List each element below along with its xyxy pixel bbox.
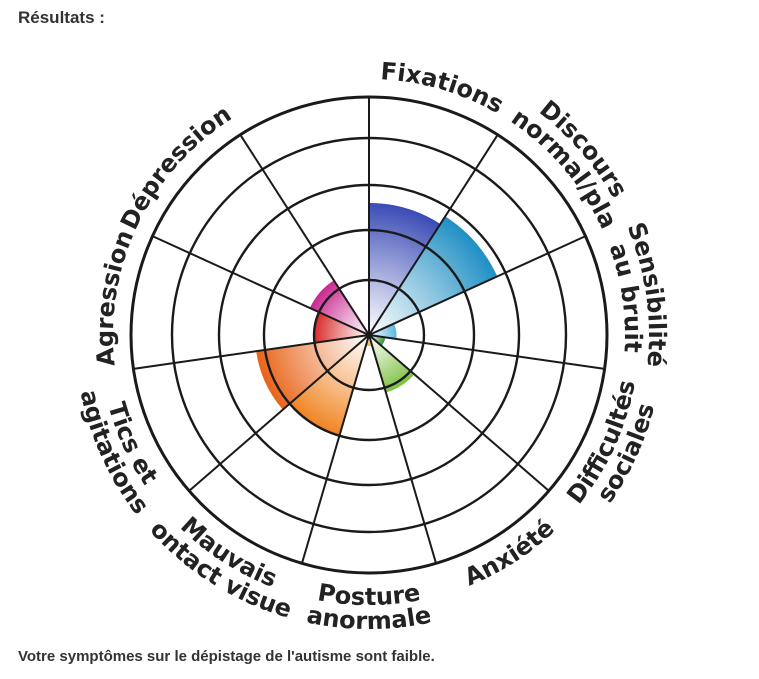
- sector-fixations: [369, 203, 441, 335]
- category-label-depression: Dépression: [115, 100, 236, 234]
- grid-layer: [129, 95, 609, 575]
- sector-tics-et-agitations: [256, 335, 369, 410]
- grid-spoke-8: [188, 334, 370, 492]
- grid-spoke-7: [300, 334, 370, 564]
- grid-spoke-10: [152, 235, 370, 336]
- grid-spoke-2: [368, 134, 499, 336]
- sector-mauvais-contact-visuel: [289, 335, 369, 436]
- sector-agression: [313, 312, 369, 343]
- category-label-posture-anormale: Posture: [316, 578, 422, 611]
- grid-spoke-9: [133, 334, 370, 370]
- sector-discours-anormal-plat: [369, 216, 498, 335]
- sector-depression: [309, 280, 369, 335]
- grid-spoke-6: [368, 334, 438, 564]
- grid-spoke-4: [368, 334, 605, 370]
- category-label-mauvais-contact-visuel: contact visuel: [0, 0, 295, 624]
- results-heading: Résultats :: [18, 8, 105, 27]
- grid-spoke-11: [239, 134, 370, 336]
- grid-spoke-5: [368, 334, 550, 492]
- category-label-discours-anormal-plat: anormal/plat: [0, 0, 623, 233]
- result-summary: Votre symptômes sur le dépistage de l'au…: [18, 648, 435, 665]
- sectors-layer: [256, 203, 498, 436]
- grid-spoke-3: [368, 235, 586, 336]
